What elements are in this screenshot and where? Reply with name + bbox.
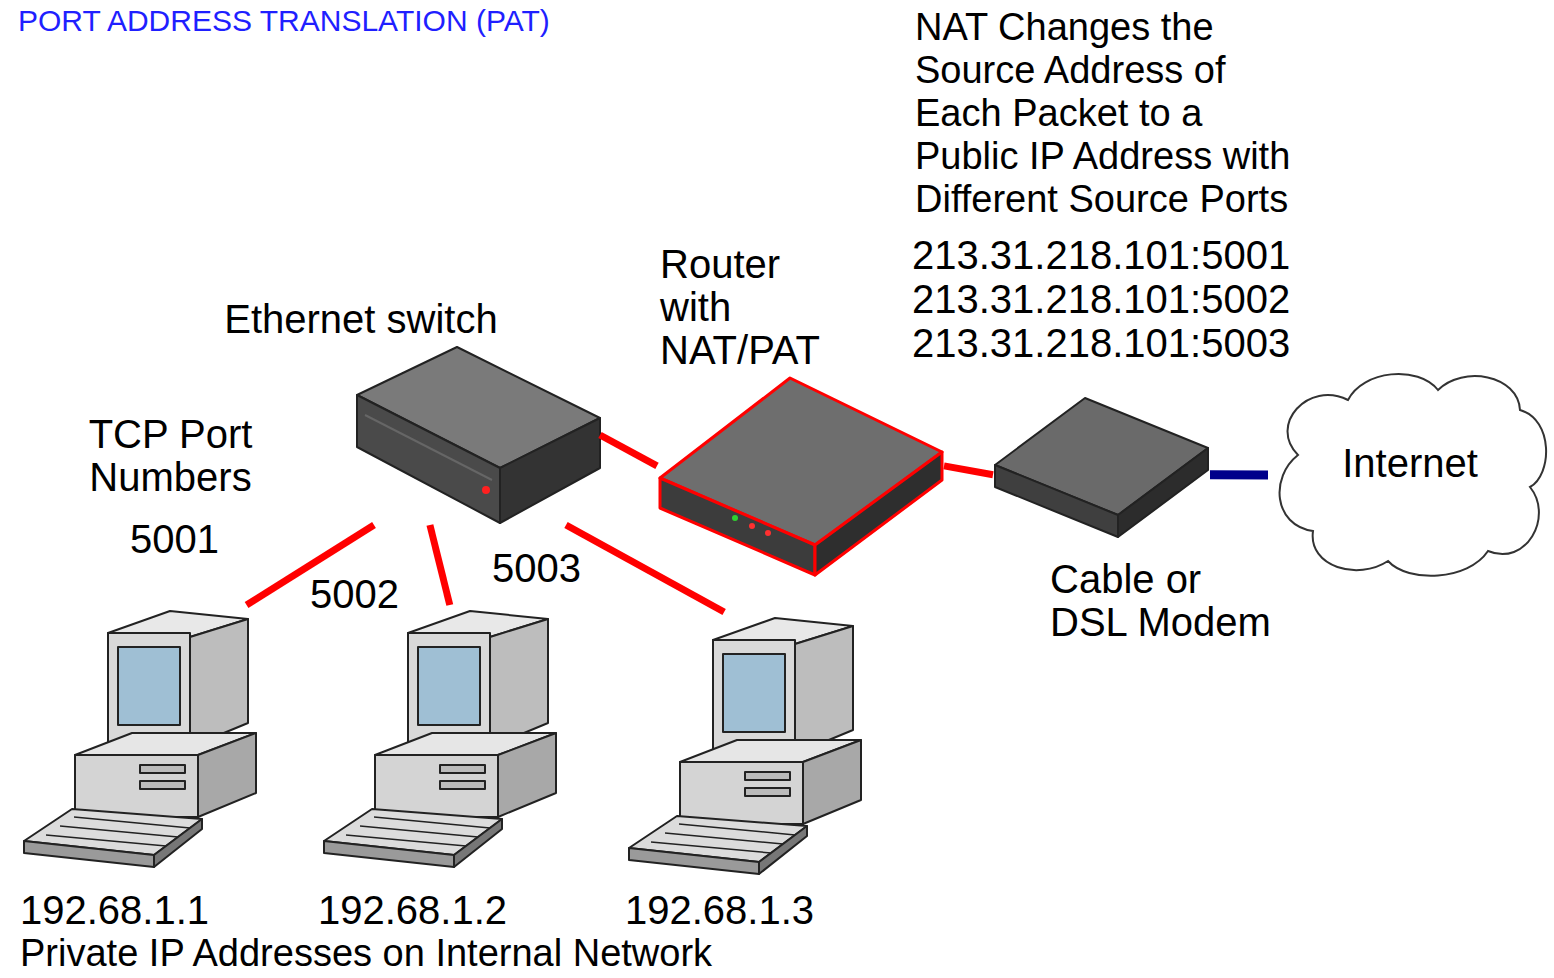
router-drawing-part: [765, 530, 771, 536]
device-label: 192.68.1.1: [20, 889, 290, 932]
network-cable: [430, 525, 450, 605]
nat-router: Router with NAT/PAT: [657, 375, 944, 577]
computer: 192.68.1.1: [20, 605, 256, 880]
modem-drawing-part: [995, 465, 1118, 537]
network-cable: [600, 435, 657, 466]
network-cable: [944, 466, 993, 475]
router-drawing-part: [732, 515, 738, 521]
cable-dsl-modem: Cable or DSL Modem: [993, 395, 1210, 540]
computer: 192.68.1.3: [625, 612, 861, 880]
router-drawing: [660, 378, 942, 575]
device-label: Router with NAT/PAT: [660, 243, 838, 372]
device-label: Internet: [1268, 442, 1552, 485]
switch-drawing-part: [500, 418, 600, 523]
device-label: 192.68.1.3: [625, 889, 895, 932]
device-label: Cable or DSL Modem: [1050, 558, 1286, 644]
modem-drawing-part: [1118, 448, 1208, 537]
computer-drawing: [324, 611, 556, 867]
device-label: 192.68.1.2: [318, 889, 588, 932]
computer-drawing-part: [629, 618, 861, 874]
port-number: 5002: [310, 573, 399, 616]
device-label: Ethernet switch: [206, 298, 516, 341]
port-caption: TCP Port Numbers: [68, 413, 273, 499]
computer-drawing-part: [324, 611, 556, 867]
router-drawing-part: [749, 523, 755, 529]
ethernet-switch: Ethernet switch: [357, 345, 600, 525]
modem-drawing: [995, 398, 1208, 537]
computer: 192.68.1.2: [320, 605, 556, 880]
router-drawing-part: [660, 478, 815, 575]
public-address: 213.31.218.101:5002: [912, 278, 1352, 321]
switch-drawing: [357, 347, 600, 523]
switch-drawing-part: [482, 486, 490, 494]
internet-cloud: Internet: [1268, 365, 1552, 585]
network-caption: Private IP Addresses on Internal Network: [20, 932, 920, 974]
computer-drawing: [24, 611, 256, 867]
diagram-title: PORT ADDRESS TRANSLATION (PAT): [18, 4, 550, 38]
note-text: NAT Changes the Source Address of Each P…: [915, 6, 1307, 221]
port-number: 5003: [492, 547, 581, 590]
computer-drawing-part: [24, 611, 256, 867]
public-address: 213.31.218.101:5001: [912, 234, 1352, 277]
port-number: 5001: [130, 518, 219, 561]
router-drawing-part: [815, 452, 942, 575]
network-cable: [566, 525, 724, 612]
computer-drawing: [629, 618, 861, 874]
switch-drawing-part: [365, 415, 492, 480]
switch-drawing-part: [357, 395, 500, 523]
public-address: 213.31.218.101:5003: [912, 322, 1352, 365]
internet-link: [1210, 470, 1268, 479]
